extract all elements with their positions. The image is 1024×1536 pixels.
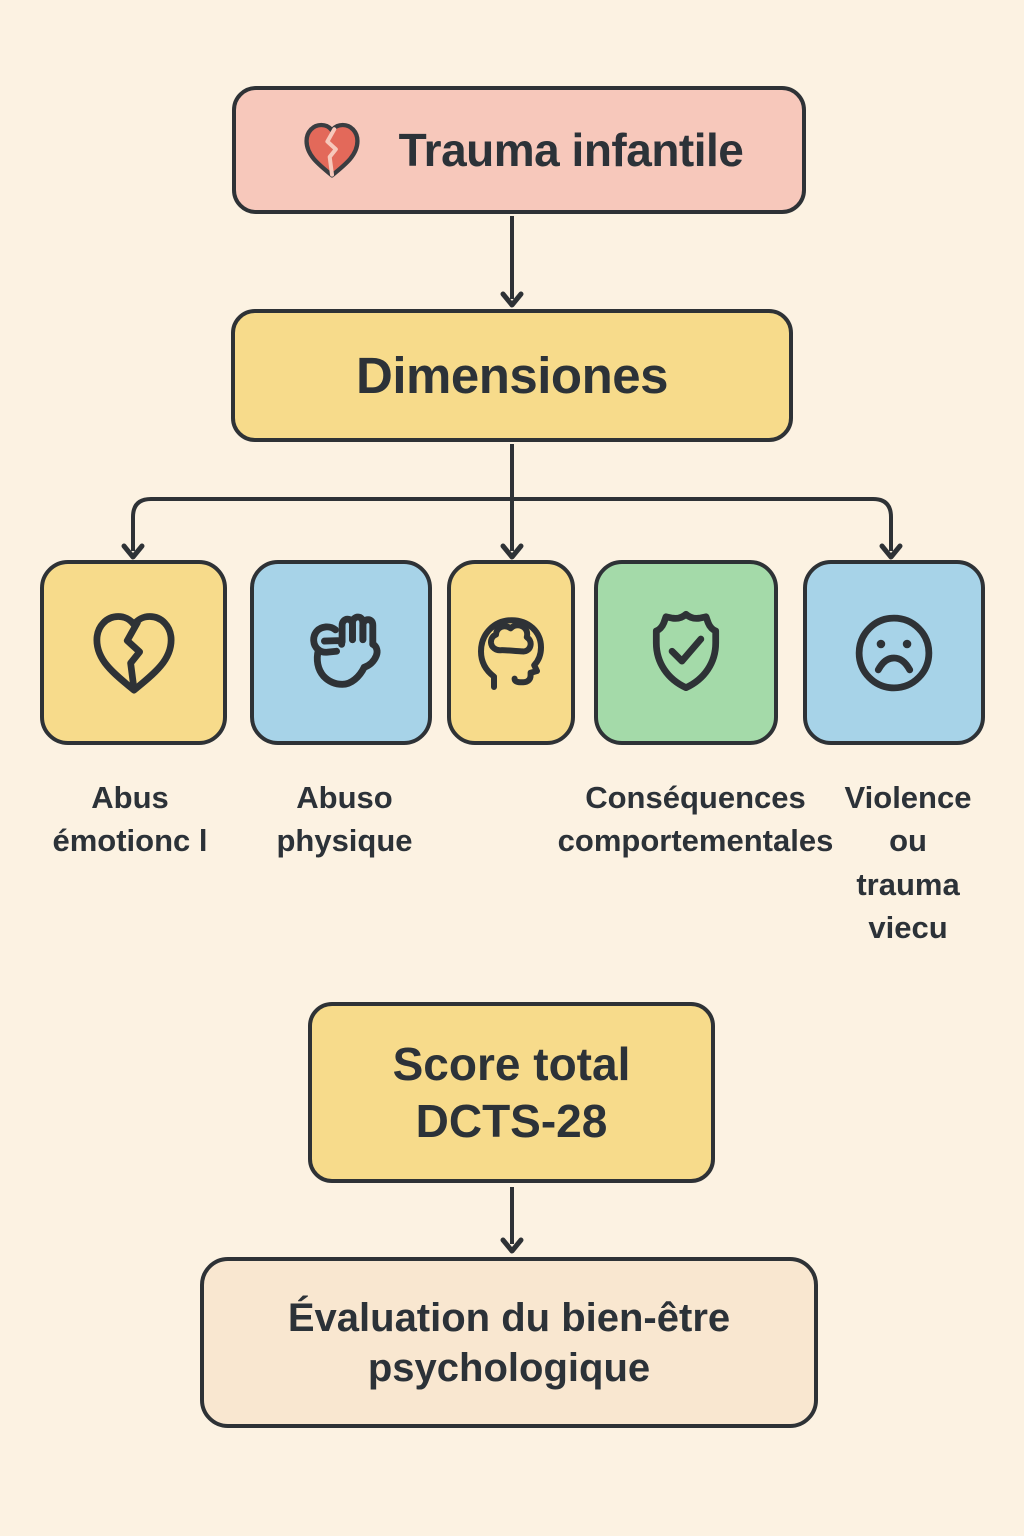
root-node-trauma-infantile: Trauma infantile [232, 86, 806, 214]
dimensions-label: Dimensiones [356, 347, 668, 404]
broken-heart-icon [295, 113, 369, 187]
dimension-box-physical-abuse [250, 560, 432, 745]
sad-face-icon [840, 599, 948, 707]
label-abuso-physique: Abuso physique [276, 780, 413, 859]
score-total-label-line1: Score total [392, 1038, 631, 1091]
label-consequences-comportementales: Conséquences comportementales [557, 780, 834, 859]
raised-fist-icon [288, 600, 394, 706]
dimension-box-violence-trauma [803, 560, 985, 745]
label-abus-emotionnel: Abus émotionc l [52, 780, 208, 859]
score-total-label-line2: DCTS-28 [415, 1094, 608, 1147]
root-node-label: Trauma infantile [398, 124, 744, 176]
label-violence-trauma-vecu: Violence ou trauma viecu [844, 780, 972, 946]
evaluation-node: Évaluation du bien-être psychologique [200, 1257, 818, 1428]
evaluation-label: Évaluation du bien-être psychologique [287, 1295, 731, 1390]
dimension-box-psychological [447, 560, 575, 745]
head-brain-icon [463, 605, 559, 701]
shield-check-icon [632, 599, 740, 707]
broken-heart-icon [80, 599, 188, 707]
score-total-node: Score total DCTS-28 [308, 1002, 715, 1183]
dimension-box-behavioral-consequences [594, 560, 778, 745]
dimensions-node: Dimensiones [231, 309, 793, 442]
dimension-box-emotional-abuse [40, 560, 227, 745]
